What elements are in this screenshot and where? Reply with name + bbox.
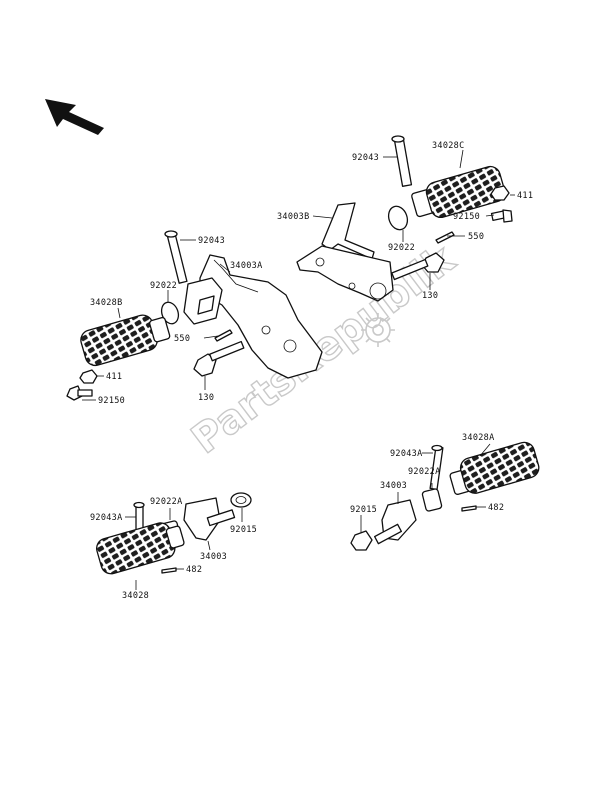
label-92150-right: 92150 bbox=[453, 212, 480, 222]
label-34028c: 34028C bbox=[432, 141, 465, 151]
nut-411-left bbox=[79, 369, 98, 384]
label-34003-left: 34003 bbox=[200, 552, 227, 562]
bracket-34003-left bbox=[183, 497, 236, 541]
front-direction-arrow-icon bbox=[45, 99, 104, 135]
leader-lines bbox=[82, 149, 515, 590]
label-92043-left: 92043 bbox=[198, 236, 225, 246]
washer-92022-right bbox=[387, 205, 409, 231]
label-550-left: 550 bbox=[174, 334, 190, 344]
label-130-left: 130 bbox=[198, 393, 214, 403]
nut-92015-right bbox=[350, 530, 373, 551]
right-footpeg-bracket-assembly bbox=[296, 135, 513, 302]
label-92022-right: 92022 bbox=[388, 243, 415, 253]
label-411-right: 411 bbox=[517, 191, 533, 201]
label-550-right: 550 bbox=[468, 232, 484, 242]
bracket-34003b bbox=[296, 202, 394, 302]
label-34028b: 34028B bbox=[90, 298, 123, 308]
footpeg-34028b bbox=[80, 314, 171, 367]
label-92150-left: 92150 bbox=[98, 396, 125, 406]
lower-left-footpeg-assembly bbox=[95, 492, 252, 575]
bolt-92150-left bbox=[66, 385, 93, 401]
part-labels: 92043 34028C 411 92150 550 34003B 92022 … bbox=[90, 141, 533, 601]
nut-411-right bbox=[490, 185, 510, 201]
label-34003b: 34003B bbox=[277, 212, 310, 222]
footpeg-bracket-block-left bbox=[183, 277, 223, 325]
footpeg-34028c bbox=[411, 165, 506, 219]
footpeg-34028a bbox=[449, 441, 540, 495]
cotter-pin-550-right bbox=[435, 231, 455, 244]
label-92043a-right: 92043A bbox=[390, 449, 423, 459]
bushing-92022a-right bbox=[421, 488, 443, 512]
label-482-left: 482 bbox=[186, 565, 202, 575]
cotter-pin-482-left bbox=[161, 567, 177, 574]
label-92015-left: 92015 bbox=[230, 525, 257, 535]
cotter-pin-550-left bbox=[214, 329, 233, 342]
label-482-right: 482 bbox=[488, 503, 504, 513]
pin-92043-right bbox=[391, 135, 413, 187]
label-92043-top: 92043 bbox=[352, 153, 379, 163]
left-footpeg-bracket-assembly bbox=[66, 230, 323, 401]
label-130-right: 130 bbox=[422, 291, 438, 301]
label-92015-right: 92015 bbox=[350, 505, 377, 515]
label-34003a: 34003A bbox=[230, 261, 263, 271]
lower-right-footpeg-assembly bbox=[350, 441, 540, 551]
nut-92015-left bbox=[230, 492, 252, 508]
footpeg-34028 bbox=[95, 522, 185, 575]
pin-92043a-left bbox=[133, 501, 145, 547]
washer-92022-left bbox=[160, 301, 180, 325]
label-92022a-right: 92022A bbox=[408, 467, 441, 477]
bracket-34003-right bbox=[373, 499, 417, 545]
pin-92043-left bbox=[164, 230, 188, 284]
bolt-130-right bbox=[391, 252, 445, 281]
label-92022-left: 92022 bbox=[150, 281, 177, 291]
label-411-left: 411 bbox=[106, 372, 122, 382]
bracket-34003a bbox=[199, 254, 323, 379]
label-92022a-left: 92022A bbox=[150, 497, 183, 507]
label-34028a: 34028A bbox=[462, 433, 495, 443]
bolt-130-left bbox=[193, 340, 245, 377]
label-34028: 34028 bbox=[122, 591, 149, 601]
label-92043a-left: 92043A bbox=[90, 513, 123, 523]
bolt-92150-right bbox=[490, 209, 513, 223]
label-34003-right: 34003 bbox=[380, 481, 407, 491]
cotter-pin-482-right bbox=[461, 505, 477, 512]
watermark-gear-icon bbox=[361, 313, 395, 347]
